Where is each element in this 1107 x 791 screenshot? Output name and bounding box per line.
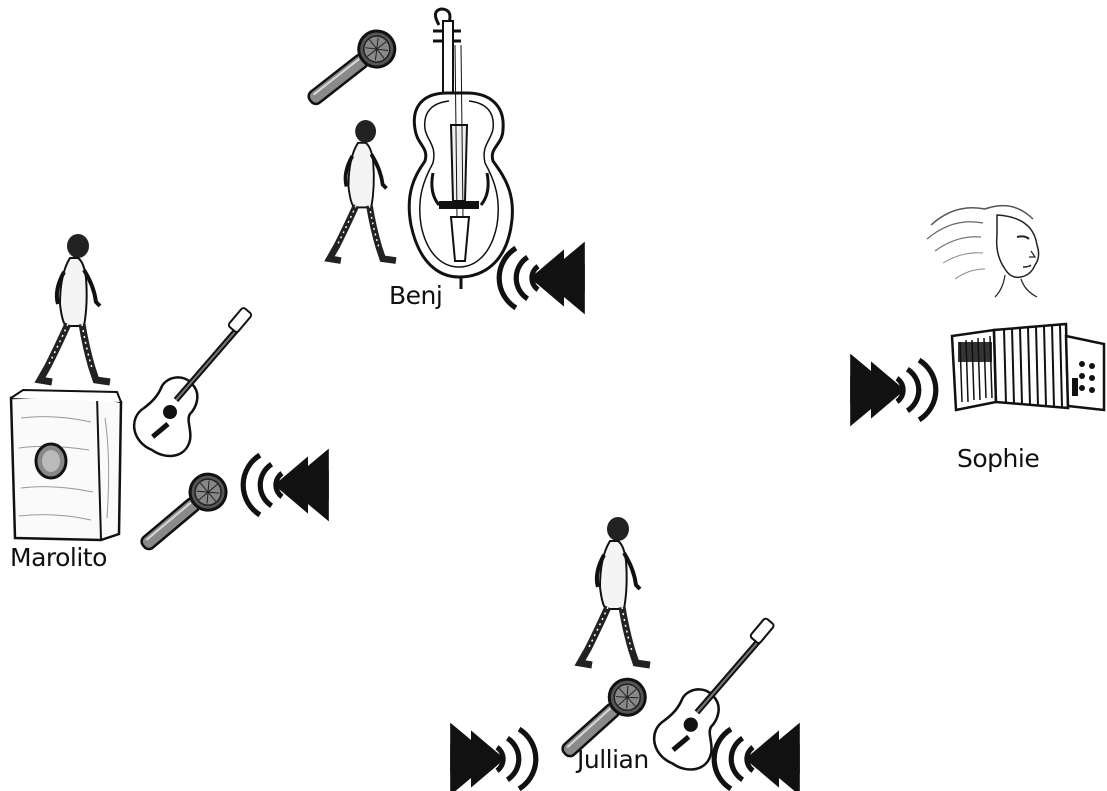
musician-name-jullian: Jullian: [577, 747, 649, 772]
singer-face-icon: [925, 195, 1055, 300]
musician-name-benj: Benj: [389, 283, 442, 308]
sophie-speaker-icon: [845, 358, 925, 422]
benj-speaker-icon: [508, 248, 588, 308]
accordion-icon: [948, 318, 1107, 418]
marolito-speaker-icon: [252, 455, 332, 515]
double-bass-icon: [395, 5, 525, 290]
jullian-speaker-left-icon: [723, 728, 803, 790]
benj-microphone-icon: [300, 25, 400, 115]
marolito-walking-figure-icon: [30, 232, 115, 390]
cajon-icon: [5, 388, 125, 546]
jullian-speaker-right-icon: [445, 728, 525, 790]
musician-name-marolito: Marolito: [10, 545, 107, 570]
marolito-guitar-icon: [130, 300, 250, 460]
benj-walking-figure-icon: [320, 120, 405, 275]
musician-name-sophie: Sophie: [957, 446, 1039, 471]
marolito-microphone-icon: [130, 470, 230, 560]
jullian-walking-figure-icon: [570, 515, 655, 673]
